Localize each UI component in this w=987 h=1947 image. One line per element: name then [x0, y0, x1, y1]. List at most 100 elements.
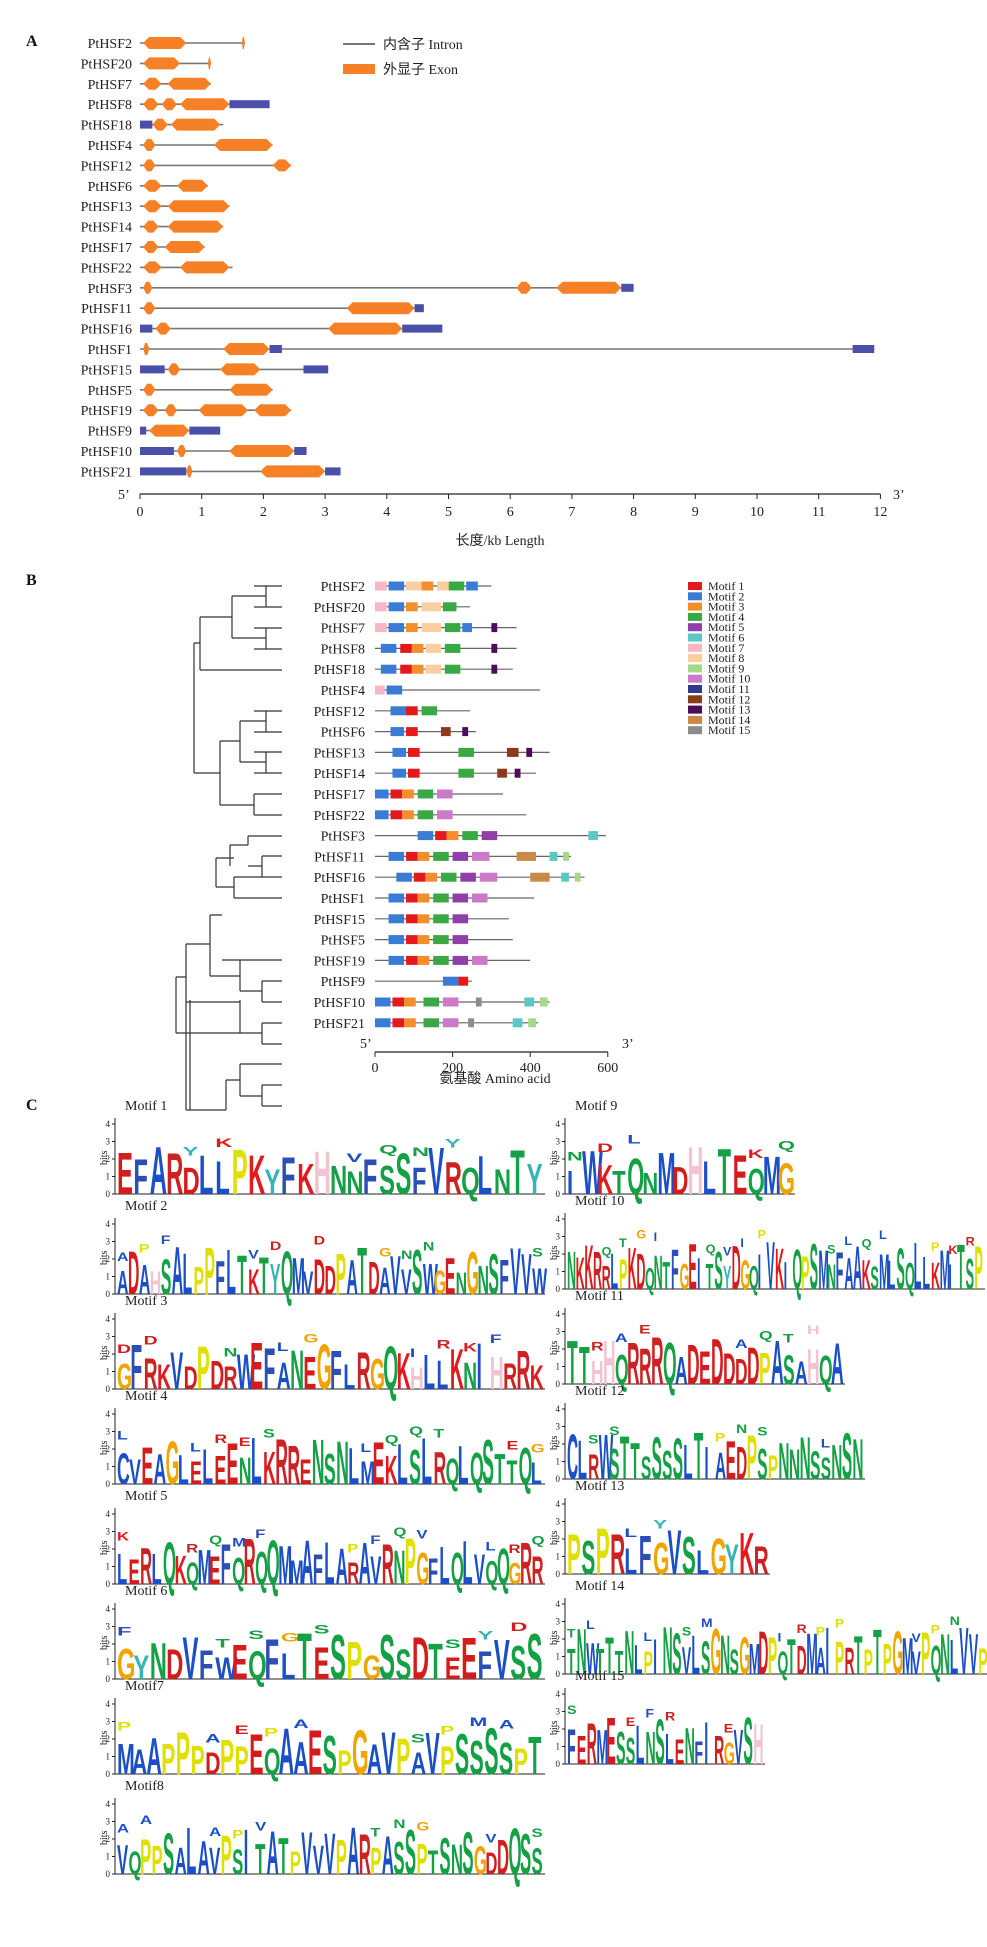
logo-letter: V — [911, 1631, 921, 1645]
logo-letter: C — [117, 1445, 130, 1495]
logo-letter: A — [735, 1338, 748, 1352]
logo-letter: D — [711, 1327, 724, 1399]
axis-a-tick-label: 4 — [383, 505, 390, 520]
logo-letter: A — [816, 1641, 826, 1684]
logo-letter: K — [931, 1254, 940, 1297]
logo-letter: K — [297, 1155, 315, 1203]
logo-letter: T — [787, 1629, 796, 1685]
exon-block — [328, 322, 403, 335]
gene-name: PtHSF20 — [81, 57, 132, 72]
logo-letter: W — [215, 1651, 238, 1686]
logo-y-tick-label: 4 — [106, 1314, 111, 1324]
motif-legend-label: Motif 2 — [708, 589, 744, 603]
motif-box — [390, 789, 403, 799]
logo-letter: P — [619, 1251, 627, 1298]
logo-letter: D — [412, 1625, 429, 1692]
protein-row: PtHSF4 — [321, 684, 540, 699]
logo-letter: T — [428, 1634, 443, 1690]
logo-letter: N — [645, 1723, 655, 1774]
intron-legend-label: 内含子 Intron — [383, 37, 463, 53]
logo-letter: R — [520, 1532, 532, 1597]
logo-letter: S — [396, 1642, 412, 1689]
logo-letter: N — [940, 1622, 950, 1687]
motif-box — [388, 914, 405, 924]
logo-letter: V — [428, 1134, 444, 1209]
logo-letter: P — [140, 1828, 151, 1884]
logo-y-tick-label: 3 — [556, 1517, 561, 1527]
logo-letter: A — [154, 1446, 167, 1495]
logo-letter: A — [367, 1736, 382, 1784]
motif-legend-label: Motif 3 — [708, 600, 744, 614]
motif-logo-title: Motif 6 — [125, 1584, 167, 1599]
logo-letter: S — [652, 1426, 662, 1493]
exon-block — [346, 302, 415, 315]
logo-letter: R — [844, 1641, 854, 1683]
logo-letter: V — [766, 1229, 775, 1304]
logo-letter: V — [668, 1518, 682, 1588]
logo-letter: V — [474, 1546, 485, 1593]
gene-name: PtHSF21 — [81, 465, 132, 480]
logo-letter: E — [577, 1728, 587, 1773]
logo-y-tick-label: 0 — [556, 1474, 561, 1484]
logo-letter: L — [348, 1438, 359, 1496]
logo-y-tick-label: 1 — [556, 1457, 561, 1467]
logo-letter: E — [227, 1433, 239, 1498]
exon-block — [143, 220, 159, 233]
logo-letter: S — [484, 1716, 498, 1789]
logo-letter: W — [237, 1344, 255, 1399]
exon-block — [167, 220, 224, 233]
logo-letter: S — [672, 1622, 681, 1688]
motif-logo-title: Motif 4 — [125, 1389, 167, 1404]
logo-letter: Y — [527, 1156, 543, 1204]
logo-letter: S — [412, 1236, 423, 1307]
logo-letter: F — [428, 1552, 438, 1593]
logo-bits-label: bits — [549, 1150, 560, 1165]
logo-letter: R — [591, 1340, 604, 1354]
logo-letter: G — [711, 1529, 727, 1585]
logo-letter: T — [957, 1231, 965, 1303]
logo-letter: E — [250, 1329, 263, 1404]
gene-name: PtHSF19 — [81, 404, 132, 419]
logo-letter: L — [324, 1531, 334, 1598]
logo-letter: A — [267, 1819, 279, 1887]
motif-legend-label: Motif 14 — [708, 713, 750, 727]
logo-letter: H — [603, 1328, 616, 1397]
logo-letter: N — [624, 1619, 634, 1688]
logo-letter: G — [416, 1544, 429, 1594]
logo-letter: E — [688, 1231, 696, 1303]
motif-legend-label: Motif 1 — [708, 579, 744, 593]
logo-letter: T — [596, 1641, 605, 1682]
logo-letter: S — [757, 1424, 767, 1438]
logo-letter: D — [325, 1257, 336, 1303]
logo-letter: L — [251, 1425, 262, 1499]
utr-segment — [402, 324, 443, 333]
logo-bits-label: bits — [99, 1540, 110, 1555]
gene-row: PtHSF5 — [88, 383, 273, 399]
logo-letter: T — [854, 1625, 863, 1687]
logo-letter: G — [778, 1155, 795, 1204]
motif-box — [442, 1018, 459, 1028]
motif-box — [396, 872, 412, 882]
motif-box — [433, 935, 449, 945]
logo-letter: F — [313, 1546, 323, 1593]
logo-letter: T — [615, 1645, 624, 1682]
protein-row: PtHSF22 — [314, 809, 527, 824]
logo-letter: S — [714, 1242, 722, 1301]
logo-letter: P — [152, 1837, 163, 1883]
logo-letter: A — [379, 1261, 391, 1303]
logo-letter: P — [197, 1334, 210, 1403]
logo-letter: N — [494, 1164, 511, 1203]
logo-letter: S — [405, 1817, 416, 1888]
axis-a-tick-label: 3 — [322, 505, 329, 520]
logo-letter: E — [699, 1342, 711, 1395]
logo-letter: P — [139, 1242, 150, 1256]
logo-letter: Q — [748, 1163, 765, 1203]
logo-letter: T — [494, 1445, 505, 1493]
logo-letter: P — [370, 1842, 381, 1883]
logo-y-tick-label: 1 — [106, 1367, 111, 1377]
motif-box — [468, 1018, 474, 1028]
gene-row: PtHSF7 — [88, 77, 211, 93]
utr-segment — [229, 100, 270, 109]
utr-segment — [189, 426, 221, 435]
logo-y-tick-label: 0 — [556, 1189, 561, 1199]
